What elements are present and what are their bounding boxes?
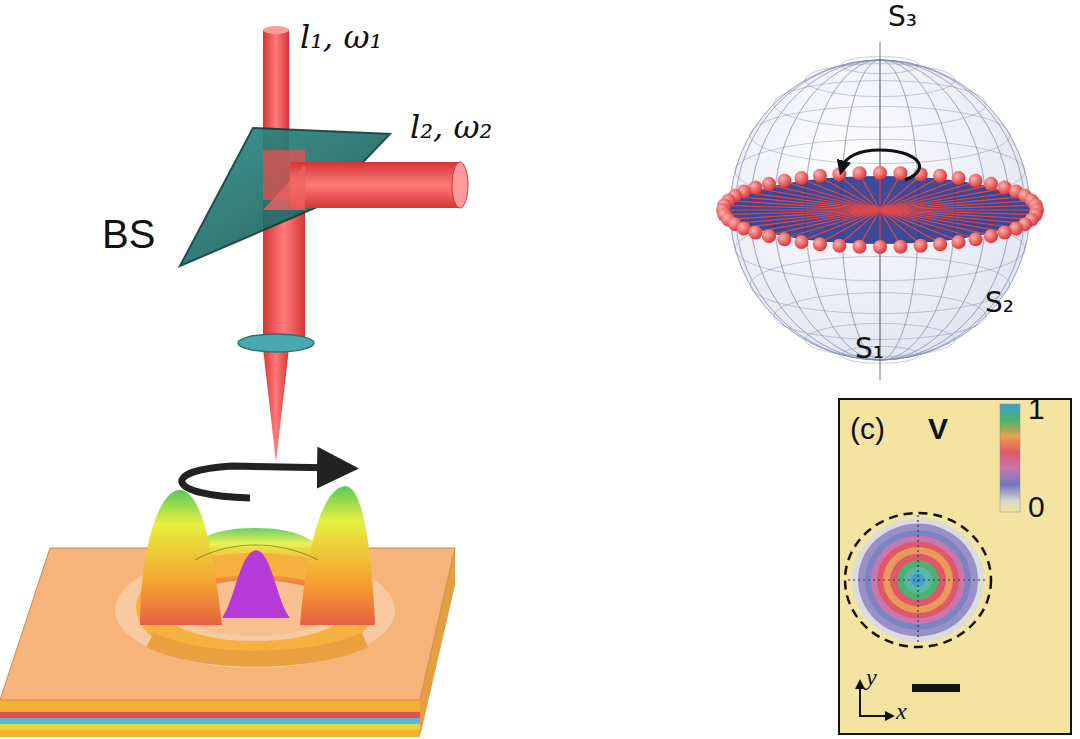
poincare-sphere bbox=[716, 42, 1044, 380]
scale-bar bbox=[912, 684, 960, 692]
spoke bbox=[750, 210, 880, 227]
polarization-dot bbox=[952, 235, 966, 249]
layer bbox=[0, 724, 420, 730]
beam bbox=[290, 162, 460, 208]
stokes-map bbox=[838, 398, 1072, 735]
axis-label: S₁ bbox=[855, 334, 884, 365]
spoke bbox=[731, 210, 880, 214]
polarization-dot bbox=[813, 169, 827, 183]
spoke bbox=[880, 193, 1010, 210]
polarization-dot bbox=[873, 240, 887, 254]
polarization-dot bbox=[933, 237, 947, 251]
component-label: BS bbox=[102, 212, 155, 256]
layer bbox=[0, 712, 420, 718]
polarization-dot bbox=[762, 177, 776, 191]
spoke bbox=[879, 176, 880, 210]
spoke bbox=[841, 177, 880, 210]
ring-front bbox=[150, 640, 365, 659]
substrate-top bbox=[0, 548, 455, 700]
polarization-dot bbox=[969, 232, 983, 246]
beam-label: l₁, ω₁ bbox=[300, 20, 382, 55]
polarization-dots bbox=[716, 166, 1044, 254]
spoke bbox=[735, 210, 880, 219]
ring-edge bbox=[195, 545, 318, 560]
polarization-dot bbox=[998, 226, 1012, 240]
spokes bbox=[730, 176, 1030, 244]
polarization-dot bbox=[762, 229, 776, 243]
polarization-dot bbox=[853, 240, 867, 254]
layer bbox=[0, 718, 420, 724]
spoke bbox=[879, 210, 880, 244]
layer bbox=[0, 700, 420, 712]
polarization-dot bbox=[795, 235, 809, 249]
polarization-dot bbox=[813, 237, 827, 251]
quantity-label: V bbox=[928, 412, 948, 445]
panel-letter: (c) bbox=[850, 412, 885, 445]
substrate bbox=[0, 548, 455, 737]
lens bbox=[238, 334, 314, 352]
colorbar bbox=[1000, 404, 1020, 512]
panel-ground bbox=[838, 398, 1072, 735]
polarization-dot bbox=[777, 174, 791, 188]
colorbar-tick: 1 bbox=[1028, 392, 1045, 425]
beam-label: l₂, ω₂ bbox=[410, 110, 492, 145]
laser-beams bbox=[180, 26, 468, 462]
polarization-dot bbox=[893, 240, 907, 254]
axis-label: S₂ bbox=[985, 288, 1014, 319]
polarization-dot bbox=[748, 226, 762, 240]
polarization-dot bbox=[832, 239, 846, 253]
polarization-dot bbox=[984, 229, 998, 243]
intensity-profile bbox=[115, 486, 395, 668]
beam-cap bbox=[263, 26, 289, 34]
focused-beam bbox=[263, 348, 289, 462]
axis-arrow bbox=[859, 715, 890, 717]
peak bbox=[140, 490, 222, 625]
polarization-dot bbox=[914, 239, 928, 253]
polarization-dot bbox=[853, 166, 867, 180]
beam bbox=[263, 165, 305, 210]
spoke bbox=[860, 176, 880, 210]
spoke bbox=[880, 201, 1025, 210]
dashed-circle bbox=[845, 513, 991, 647]
polarization-dot bbox=[832, 167, 846, 181]
polarization-dot bbox=[952, 171, 966, 185]
spoke bbox=[805, 181, 880, 210]
polarization-dot bbox=[873, 166, 887, 180]
parallel bbox=[730, 177, 1030, 243]
polarization-dot bbox=[969, 174, 983, 188]
layer bbox=[0, 730, 420, 737]
equator-disk bbox=[730, 176, 1030, 244]
spoke bbox=[880, 206, 1029, 210]
axis-arrow bbox=[859, 684, 861, 716]
polarization-dot bbox=[893, 166, 907, 180]
axis-label: x bbox=[896, 698, 907, 724]
center-peak bbox=[222, 550, 290, 618]
axis-label: y bbox=[866, 664, 877, 690]
rotation-arrow bbox=[842, 150, 920, 180]
crosshair bbox=[917, 515, 918, 645]
polarization-dot bbox=[777, 232, 791, 246]
spoke bbox=[880, 210, 955, 239]
spoke bbox=[880, 210, 919, 243]
polarization-dot bbox=[795, 171, 809, 185]
rotation-arrow bbox=[182, 466, 338, 498]
peak bbox=[300, 486, 375, 625]
spoke bbox=[880, 210, 900, 244]
beam-cap bbox=[452, 162, 468, 208]
colorbar-tick: 0 bbox=[1028, 490, 1045, 523]
polarization-dot bbox=[933, 169, 947, 183]
polarization-dot bbox=[984, 177, 998, 191]
axis-label: S₃ bbox=[888, 2, 917, 33]
